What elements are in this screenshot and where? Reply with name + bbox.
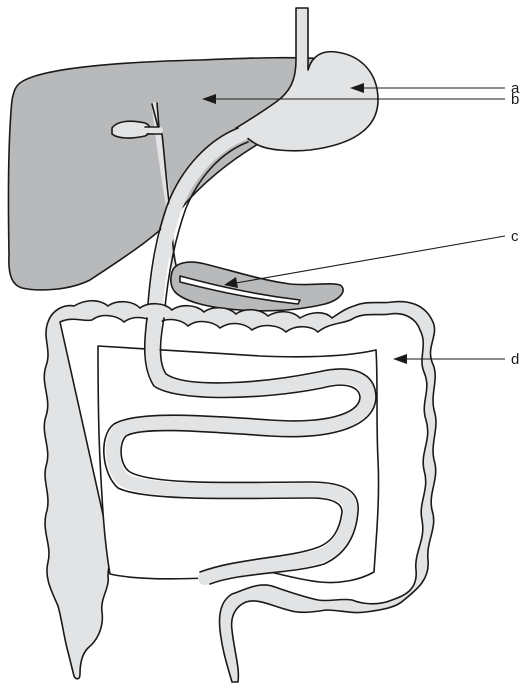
label-d-pointer	[393, 354, 505, 364]
label-c: c	[511, 228, 519, 245]
label-b: b	[511, 91, 519, 108]
label-d: d	[511, 351, 519, 368]
